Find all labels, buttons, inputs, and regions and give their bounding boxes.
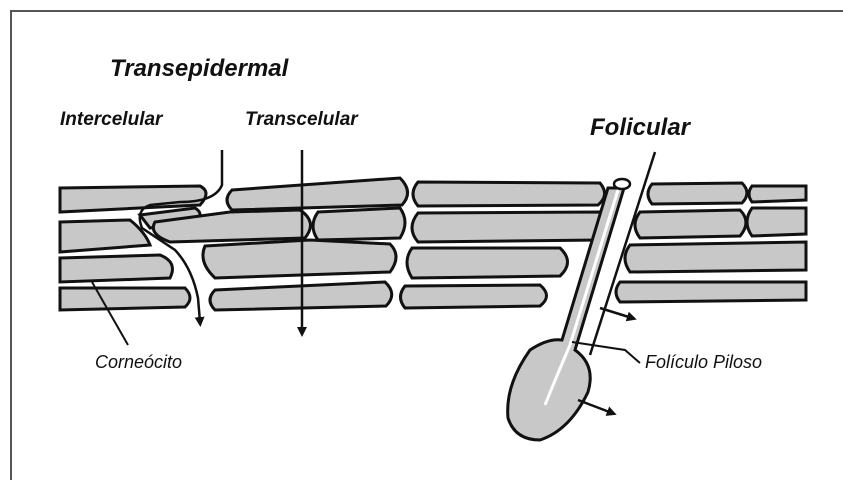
corneocyte-cell — [413, 182, 605, 206]
corneocyte-cell — [749, 186, 806, 202]
corneocyte-layer — [60, 178, 806, 310]
corneocyte-cell — [401, 285, 547, 308]
follicle-arrow-upper — [600, 308, 632, 318]
corneocyte-cell — [60, 288, 190, 310]
corneocyte-cell — [625, 242, 806, 272]
corneocyte-cell — [648, 183, 747, 204]
corneocyte-cell — [60, 255, 172, 282]
follicle-opening — [614, 179, 630, 189]
intercellular-label: Intercelular — [60, 109, 164, 130]
follicle-arrow-lower — [578, 400, 612, 413]
corneocyte-cell — [407, 248, 568, 278]
corneocyte-cell — [203, 240, 396, 278]
corneocyte-cell — [313, 208, 405, 240]
follicular-label: Folicular — [590, 114, 692, 141]
corneocyte-label: Corneócito — [95, 352, 182, 372]
corneocyte-cell — [635, 210, 746, 238]
corneocyte-cell — [747, 208, 806, 236]
corneocyte-cell — [412, 212, 606, 242]
transepidermal-label: Transepidermal — [110, 55, 290, 82]
corneocyte-cell — [616, 282, 806, 302]
transcellular-label: Transcelular — [245, 109, 359, 130]
corneocyte-cell — [60, 220, 150, 252]
corneocyte-cell — [227, 178, 408, 210]
hair-follicle-label: Folículo Piloso — [645, 352, 762, 372]
